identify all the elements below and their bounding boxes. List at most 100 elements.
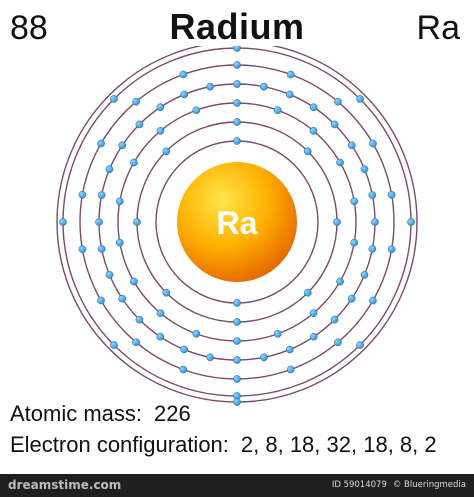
electron <box>179 70 188 79</box>
electron <box>162 288 171 297</box>
electrons <box>59 46 415 406</box>
electron <box>303 288 312 297</box>
electron <box>180 90 189 99</box>
electron <box>336 277 344 286</box>
electron <box>97 139 105 148</box>
electron <box>369 296 377 305</box>
electron <box>115 238 124 247</box>
atomic-mass: Atomic mass: 226 <box>10 400 191 428</box>
electron <box>347 141 356 150</box>
electron <box>309 126 318 135</box>
electron <box>407 218 415 226</box>
electron <box>156 309 165 318</box>
footer-bar: dreamstime.com ID 59014079© Blueringmedi… <box>0 474 474 497</box>
electron <box>105 165 114 174</box>
electron <box>333 218 341 226</box>
electron <box>369 139 377 148</box>
electron <box>309 332 318 341</box>
electron <box>180 345 189 354</box>
electron <box>156 103 165 112</box>
electron <box>368 245 377 253</box>
electron <box>233 137 241 145</box>
atomic-mass-value: 226 <box>154 401 191 426</box>
electron <box>233 80 241 88</box>
electron <box>260 82 268 91</box>
electron <box>233 337 241 345</box>
electron <box>309 103 318 112</box>
footer-image-id: ID 59014079 <box>331 480 387 490</box>
electron <box>273 329 282 338</box>
electron <box>233 318 241 326</box>
electron <box>192 329 201 338</box>
electron <box>179 365 188 374</box>
electron <box>135 120 144 129</box>
electron <box>97 245 106 253</box>
electron <box>356 95 364 103</box>
electron <box>115 197 124 206</box>
nucleus-sphere <box>177 162 297 282</box>
electron <box>233 61 241 69</box>
electron <box>233 99 241 107</box>
electron <box>309 309 318 318</box>
electron <box>59 218 67 226</box>
electron <box>135 315 144 324</box>
electron <box>387 245 396 254</box>
electron <box>156 126 165 135</box>
electron <box>273 106 282 115</box>
electron <box>285 345 294 354</box>
electron <box>360 270 369 279</box>
electron <box>371 218 379 226</box>
electron <box>133 218 141 226</box>
electron <box>206 353 214 362</box>
electron <box>132 338 140 347</box>
electron <box>132 97 140 106</box>
electron <box>387 190 396 199</box>
electron <box>206 82 214 91</box>
electron <box>286 365 295 374</box>
electron <box>286 70 295 79</box>
electron <box>330 315 339 324</box>
electron <box>350 238 359 247</box>
electron <box>233 118 241 126</box>
electron <box>356 341 364 349</box>
element-symbol: Ra <box>416 9 460 47</box>
footer-author: © Blueringmedia <box>392 480 466 490</box>
electron <box>78 190 87 199</box>
electron <box>360 165 369 174</box>
electron <box>350 197 359 206</box>
electron <box>368 191 377 199</box>
element-name: Radium <box>169 6 305 47</box>
electron <box>118 141 127 150</box>
electron <box>110 95 118 103</box>
electron <box>233 398 241 406</box>
electron <box>336 158 344 167</box>
atomic-mass-label: Atomic mass: <box>10 401 143 426</box>
electron <box>118 294 127 303</box>
electron <box>95 218 103 226</box>
electron <box>130 158 138 167</box>
electron <box>303 147 312 156</box>
electron <box>233 299 241 307</box>
nucleus-symbol: Ra <box>217 205 258 241</box>
electron <box>334 338 342 347</box>
electron <box>330 120 339 129</box>
nucleus: Ra <box>177 162 297 282</box>
atom-diagram: Ra <box>56 46 418 406</box>
electron-configuration-value: 2, 8, 18, 32, 18, 8, 2 <box>240 432 437 457</box>
atomic-number: 88 <box>10 9 48 47</box>
electron <box>156 332 165 341</box>
footer-credit: ID 59014079 © Blueringmedia <box>332 479 466 491</box>
electron <box>347 294 356 303</box>
electron <box>334 97 342 106</box>
electron <box>233 375 241 383</box>
electron <box>162 147 171 156</box>
electron-configuration: Electron configuration: 2, 8, 18, 32, 18,… <box>10 431 437 459</box>
electron <box>110 341 118 349</box>
electron-configuration-label: Electron configuration: <box>10 432 229 457</box>
electron <box>130 277 138 286</box>
electron <box>97 191 106 199</box>
electron <box>233 356 241 364</box>
electron <box>285 90 294 99</box>
electron <box>233 46 241 52</box>
